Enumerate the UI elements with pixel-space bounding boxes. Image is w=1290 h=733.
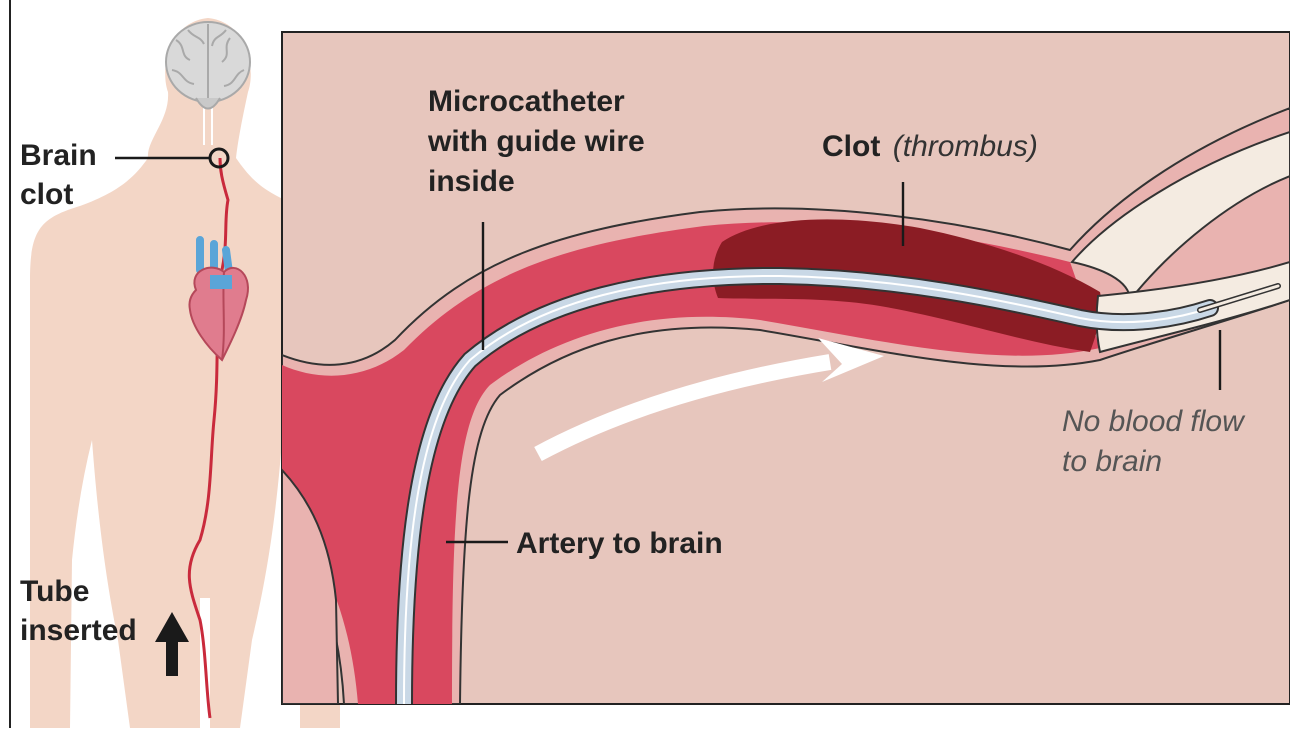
no-flow-label-line2: to brain [1062, 445, 1162, 478]
tube-inserted-label-line1: Tube [20, 575, 89, 608]
clot-label-paren: (thrombus) [893, 130, 1038, 163]
brain-clot-label-line1: Brain [20, 139, 97, 172]
brain-clot-label-line2: clot [20, 178, 73, 211]
clot-label: Clot (thrombus) [822, 130, 1038, 163]
clot-label-main: Clot [822, 130, 880, 163]
no-flow-label-line1: No blood flow [1062, 405, 1246, 438]
microcatheter-label-line2: with guide wire [427, 125, 645, 158]
microcatheter-label-line3: inside [428, 165, 515, 198]
tube-inserted-label-line2: inserted [20, 614, 137, 647]
microcatheter-label-line1: Microcatheter [428, 85, 625, 118]
artery-label: Artery to brain [516, 527, 723, 560]
